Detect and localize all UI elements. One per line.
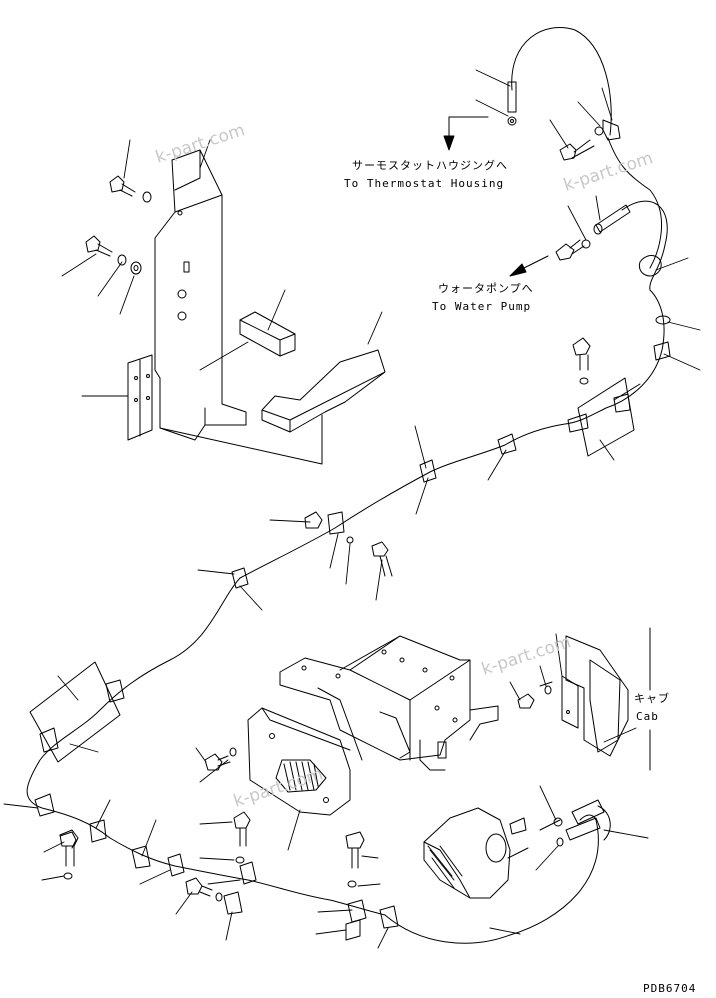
hose-clamps-right [638, 255, 671, 361]
heater-box [279, 635, 499, 771]
side-spacer-block [127, 354, 153, 441]
label-waterpump-en: To Water Pump [432, 300, 532, 313]
hose-upper-loop [511, 27, 668, 409]
hose-main-run [26, 407, 607, 944]
bolt-upper-left [109, 175, 152, 203]
hose-nipple [555, 204, 631, 261]
bolts-lower [59, 831, 399, 941]
arrow-waterpump [509, 255, 549, 277]
label-cab-en: Cab [636, 710, 659, 723]
label-thermostat-en: To Thermostat Housing [344, 177, 505, 190]
clamps-main-run [231, 433, 517, 589]
bracket-plate [154, 149, 323, 465]
pipe-clamp-plate-right [567, 337, 635, 457]
heater-outlet-pipes [565, 799, 611, 841]
bolt-mid-left [85, 235, 142, 275]
blower-unit [423, 807, 564, 899]
clamp-plate-left-lower [34, 793, 257, 915]
label-thermostat-jp: サーモスタットハウジングへ [352, 159, 508, 172]
arrow-thermostat [443, 116, 489, 151]
drawing-code: PDB6704 [643, 982, 697, 995]
rubber-block-small [239, 311, 296, 357]
clamp-plate-left-upper [29, 661, 125, 763]
heater-panel-grille [204, 707, 351, 816]
label-waterpump-jp: ウォータポンプへ [438, 282, 534, 295]
cab-panel [517, 627, 651, 771]
leader-lines [3, 69, 701, 949]
clip-top [559, 119, 621, 161]
rubber-block-large [261, 349, 386, 433]
sensor-probe [507, 81, 517, 126]
label-cab-jp: キャブ [634, 692, 670, 705]
